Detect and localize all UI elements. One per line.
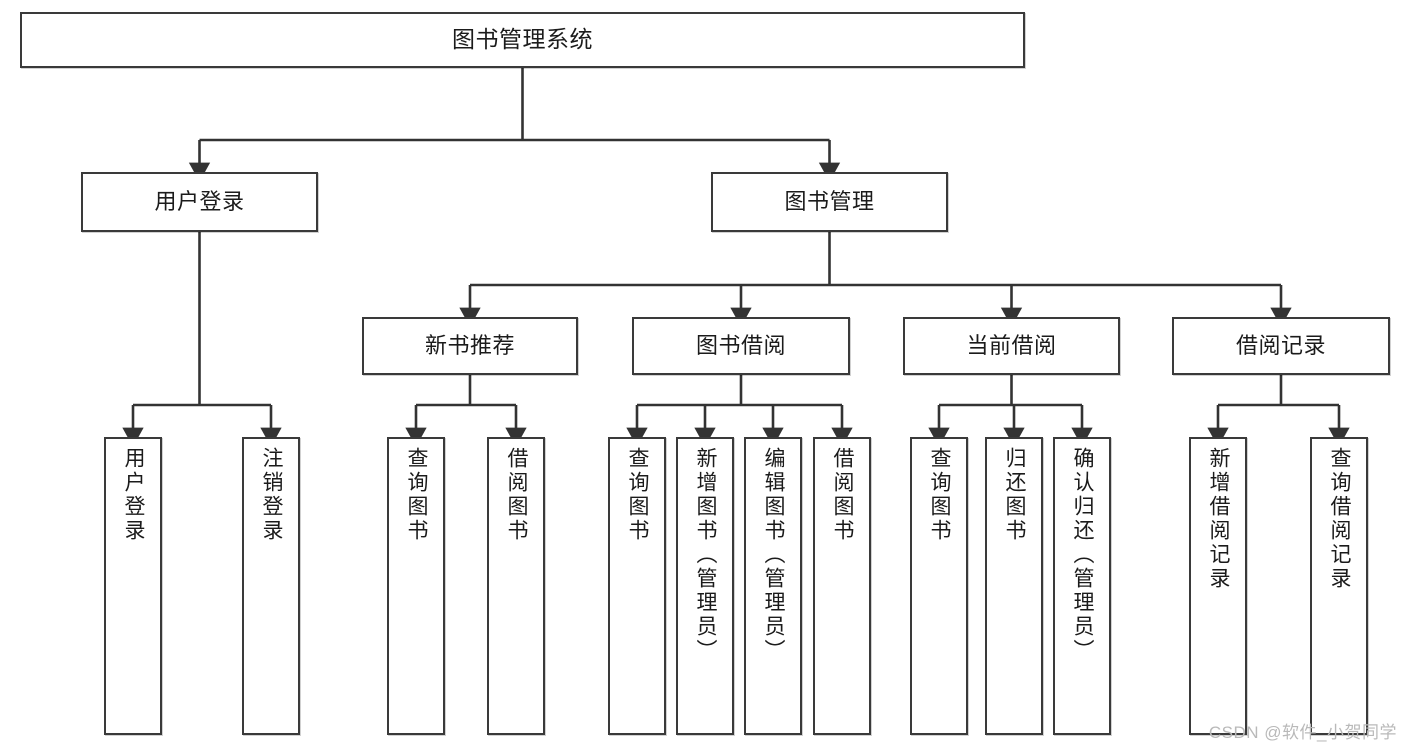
node-leaf-query-book-3[interactable]: 查询图书 — [910, 437, 968, 735]
node-leaf-user-login[interactable]: 用户登录 — [104, 437, 162, 735]
node-root-label: 图书管理系统 — [452, 26, 593, 53]
node-borrow-record[interactable]: 借阅记录 — [1172, 317, 1390, 375]
node-leaf-logout-login[interactable]: 注销登录 — [242, 437, 300, 735]
node-leaf-add-book-label: 新增图书（管理员） — [694, 447, 718, 663]
node-borrow-record-label: 借阅记录 — [1235, 333, 1326, 359]
node-new-book-recommend-label: 新书推荐 — [424, 333, 515, 359]
node-leaf-borrow-book-2[interactable]: 借阅图书 — [813, 437, 871, 735]
node-leaf-return-book[interactable]: 归还图书 — [985, 437, 1043, 735]
node-user-login[interactable]: 用户登录 — [81, 172, 318, 232]
node-book-manage-label: 图书管理 — [784, 189, 875, 215]
node-leaf-query-book-2[interactable]: 查询图书 — [608, 437, 666, 735]
node-book-manage[interactable]: 图书管理 — [711, 172, 948, 232]
node-book-borrow-label: 图书借阅 — [695, 333, 786, 359]
node-leaf-confirm-return[interactable]: 确认归还（管理员） — [1053, 437, 1111, 735]
edge-group — [122, 68, 1350, 447]
node-leaf-edit-book-label: 编辑图书（管理员） — [762, 447, 786, 663]
node-user-login-label: 用户登录 — [154, 189, 245, 215]
node-leaf-add-record[interactable]: 新增借阅记录 — [1189, 437, 1247, 735]
node-leaf-return-book-label: 归还图书 — [1003, 447, 1027, 543]
node-leaf-borrow-book-2-label: 借阅图书 — [831, 447, 855, 543]
node-leaf-user-login-label: 用户登录 — [122, 447, 146, 543]
node-leaf-borrow-book-1[interactable]: 借阅图书 — [487, 437, 545, 735]
watermark-text: CSDN @软件_小贺同学 — [1208, 723, 1397, 742]
node-leaf-query-record[interactable]: 查询借阅记录 — [1310, 437, 1368, 735]
node-book-borrow[interactable]: 图书借阅 — [632, 317, 850, 375]
node-leaf-query-book-1-label: 查询图书 — [405, 447, 429, 543]
node-current-borrow-label: 当前借阅 — [966, 333, 1057, 359]
node-leaf-confirm-return-label: 确认归还（管理员） — [1071, 447, 1095, 663]
node-leaf-query-record-label: 查询借阅记录 — [1328, 447, 1352, 591]
node-leaf-query-book-2-label: 查询图书 — [626, 447, 650, 543]
node-leaf-add-book[interactable]: 新增图书（管理员） — [676, 437, 734, 735]
node-leaf-query-book-1[interactable]: 查询图书 — [387, 437, 445, 735]
node-leaf-query-book-3-label: 查询图书 — [928, 447, 952, 543]
node-leaf-logout-login-label: 注销登录 — [260, 447, 284, 543]
node-new-book-recommend[interactable]: 新书推荐 — [362, 317, 578, 375]
node-leaf-borrow-book-1-label: 借阅图书 — [505, 447, 529, 543]
node-leaf-edit-book[interactable]: 编辑图书（管理员） — [744, 437, 802, 735]
node-root[interactable]: 图书管理系统 — [20, 12, 1025, 68]
node-current-borrow[interactable]: 当前借阅 — [903, 317, 1120, 375]
node-leaf-add-record-label: 新增借阅记录 — [1207, 447, 1231, 591]
